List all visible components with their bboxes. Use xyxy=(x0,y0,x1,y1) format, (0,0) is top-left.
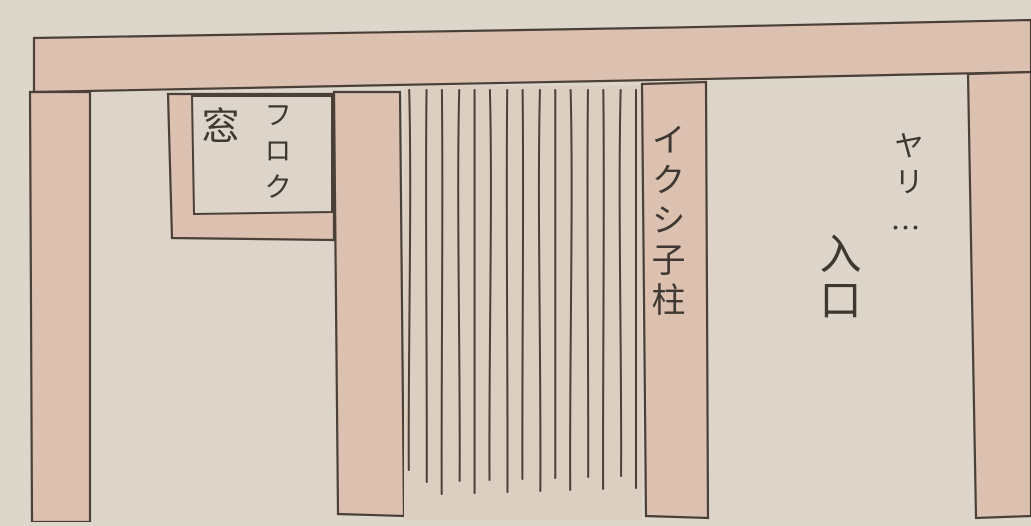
window-name-label: フロク xyxy=(260,100,293,208)
slat-line xyxy=(586,89,590,478)
post-far-right xyxy=(966,70,1031,520)
post-middle xyxy=(332,90,406,518)
slat-line xyxy=(407,89,412,471)
slat-line xyxy=(569,89,573,491)
slat-line xyxy=(425,89,428,483)
slat-line xyxy=(440,89,444,495)
slat-line xyxy=(618,89,623,477)
slat-line xyxy=(602,89,605,490)
window-pane xyxy=(190,95,333,216)
entrance-label: 入口 xyxy=(813,232,862,324)
slat-line xyxy=(488,89,492,481)
note-label: ヤリ… xyxy=(888,130,923,243)
wall-entrance xyxy=(708,82,970,522)
pillar-label: イクシ子柱 xyxy=(645,122,685,322)
top-beam xyxy=(32,18,1031,94)
slat-lines xyxy=(407,89,638,495)
slat-line xyxy=(521,89,525,480)
slat-line xyxy=(537,89,542,492)
post-left xyxy=(28,90,92,524)
window-kanji-label: 窓 xyxy=(195,106,239,144)
slat-line xyxy=(505,89,509,493)
post-right xyxy=(640,80,710,520)
slat-line xyxy=(457,89,461,482)
